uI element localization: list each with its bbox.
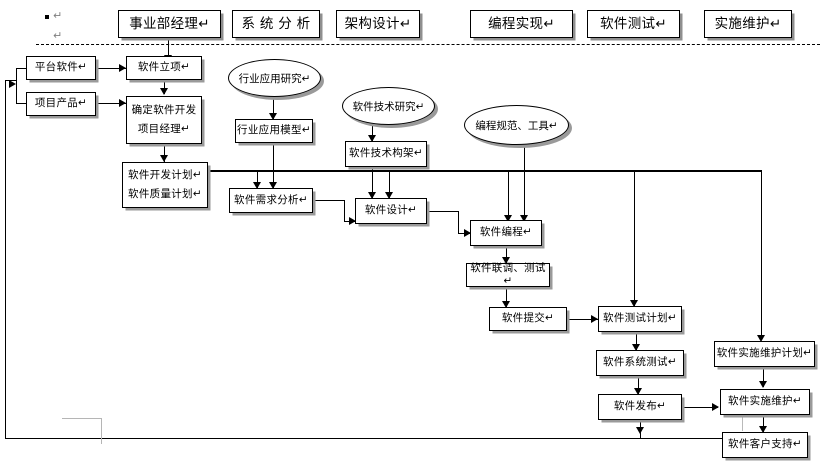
box-determine-project-manager[interactable]: 确定软件开发 项目经理↵ — [126, 96, 202, 144]
arrowhead-product-to-pm — [119, 99, 126, 107]
box-software-implementation-maintenance[interactable]: 软件实施维护↵ — [720, 389, 810, 415]
arrowhead-industry-research-to-model — [269, 113, 277, 120]
return-line-vertical-left — [5, 80, 7, 439]
bus-drop-to-programming — [508, 170, 510, 220]
arrowhead-test-plan-to-system-test — [632, 344, 640, 351]
connector-maintenance-to-support-gray — [742, 415, 744, 431]
arrowhead-model-to-requirements — [269, 182, 277, 189]
arrowhead-submission-to-test-plan — [591, 315, 598, 323]
connector-programming-to-joint-test — [506, 246, 508, 263]
arrowhead-release-to-return-line — [636, 427, 644, 434]
phase-header-software-testing[interactable]: 软件测试↵ — [587, 10, 680, 38]
phase-header-system-analysis[interactable]: 系 统 分 析 — [232, 10, 320, 38]
phase-header-architecture-design[interactable]: 架构设计↵ — [336, 10, 420, 38]
arrowhead-design-to-programming — [464, 229, 471, 237]
connector-test-plan-to-system-test — [636, 332, 638, 350]
box-software-requirements-analysis[interactable]: 软件需求分析↵ — [229, 188, 313, 213]
connector-design-to-programming-v — [458, 211, 460, 234]
connector-tech-research-to-architecture — [372, 125, 374, 141]
phase-header-programming[interactable]: 编程实现↵ — [470, 10, 573, 38]
connector-pm-to-dev-plan — [164, 144, 166, 162]
arrowhead-maintenance-plan-to-maintenance — [759, 381, 767, 388]
phase-separator-dashed-line — [36, 44, 820, 45]
bus-drop-to-maintenance-plan — [761, 170, 763, 340]
connector-model-to-requirements — [273, 143, 275, 188]
arrowhead-standards-to-programming — [520, 215, 528, 222]
connector-architecture-to-design — [372, 167, 374, 198]
arrowhead-programming-to-joint-test — [502, 257, 510, 264]
bullet-mark — [45, 15, 49, 19]
bus-drop-to-test-plan — [634, 170, 636, 306]
phase-header-business-manager[interactable]: 事业部经理↵ — [118, 10, 221, 38]
editing-corner-mark-horizontal — [62, 418, 102, 420]
pilcrow-mark-1: ↵ — [53, 9, 63, 22]
bus-drop-to-requirements — [257, 170, 259, 188]
arrowhead-bus-to-requirements — [253, 182, 261, 189]
box-software-system-testing[interactable]: 软件系统测试↵ — [596, 350, 684, 376]
connector-product-to-pm — [96, 103, 126, 105]
connector-standards-to-programming — [524, 145, 526, 220]
arrowhead-release-to-maintenance — [712, 403, 719, 411]
arrowhead-init-to-pm — [160, 88, 168, 95]
box-development-and-quality-plan[interactable]: 软件开发计划↵ 软件质量计划↵ — [122, 162, 208, 208]
box-software-test-plan[interactable]: 软件测试计划↵ — [598, 306, 682, 332]
connector-merge-to-product — [16, 103, 27, 105]
arrowhead-joint-test-to-submission — [502, 301, 510, 308]
connector-input-merge-vertical — [16, 68, 18, 104]
box-software-programming[interactable]: 软件编程↵ — [470, 220, 542, 246]
arrowhead-bus-to-test-plan — [630, 300, 638, 307]
connector-platform-to-init — [96, 68, 126, 70]
box-implementation-maintenance-plan[interactable]: 软件实施维护计划↵ — [714, 341, 815, 367]
box-software-design[interactable]: 软件设计↵ — [355, 198, 427, 224]
connector-maintenance-to-support — [763, 415, 765, 432]
editing-corner-mark-vertical — [101, 418, 103, 444]
connector-maintenance-plan-to-maintenance — [763, 367, 765, 387]
box-software-project-initiation[interactable]: 软件立项↵ — [126, 56, 202, 80]
ellipse-industry-application-research[interactable]: 行业应用研究↵ — [228, 59, 321, 97]
connector-merge-to-platform — [16, 68, 27, 70]
connector-joint-test-to-submission — [506, 287, 508, 307]
ellipse-software-technology-research[interactable]: 软件技术研究↵ — [342, 87, 435, 125]
connector-industry-research-to-model — [273, 97, 275, 119]
box-industry-application-model[interactable]: 行业应用模型↵ — [235, 119, 313, 143]
arrowhead-tech-research-to-architecture — [368, 135, 376, 142]
box-software-joint-debug-test[interactable]: 软件联调、测试↵ — [466, 262, 550, 287]
arrowhead-requirements-to-design — [349, 217, 356, 225]
connector-submission-to-test-plan — [567, 319, 598, 321]
return-line-horizontal-bottom — [5, 438, 790, 440]
box-software-release[interactable]: 软件发布↵ — [598, 394, 682, 420]
box-software-technology-architecture[interactable]: 软件技术构架↵ — [345, 141, 427, 167]
bus-drop-to-design — [389, 170, 391, 198]
box-software-submission[interactable]: 软件提交↵ — [489, 307, 567, 331]
arrowhead-bus-to-maintenance-plan — [757, 335, 765, 342]
ellipse-programming-standards-tools[interactable]: 编程规范、工具↵ — [464, 105, 569, 145]
arrowhead-bus-to-programming — [504, 215, 512, 222]
phase-header-implementation-maintenance[interactable]: 实施维护↵ — [704, 10, 792, 38]
arrowhead-system-test-to-release — [634, 388, 642, 395]
connector-header-to-project-init — [168, 38, 170, 59]
bus-line-plan-distribution — [208, 170, 762, 172]
arrowhead-bus-to-design — [385, 192, 393, 199]
arrowhead-return-into-merge — [9, 80, 16, 88]
arrowhead-platform-to-init — [119, 64, 126, 72]
arrowhead-maintenance-to-support — [759, 426, 767, 433]
box-software-customer-support[interactable]: 软件客户支持↵ — [722, 432, 808, 458]
connector-requirements-to-design-v — [344, 200, 346, 222]
arrowhead-pm-to-dev-plan — [160, 155, 168, 162]
connector-release-to-maintenance — [682, 407, 718, 409]
connector-requirements-to-design-h — [313, 200, 345, 202]
connector-init-to-pm — [164, 80, 166, 94]
box-platform-software[interactable]: 平台软件↵ — [26, 56, 96, 80]
arrowhead-architecture-to-design — [368, 192, 376, 199]
connector-system-test-to-release — [638, 376, 640, 394]
box-project-product[interactable]: 项目产品↵ — [26, 92, 96, 116]
pilcrow-mark-2: ↵ — [53, 29, 63, 42]
connector-design-to-programming-h — [427, 211, 459, 213]
